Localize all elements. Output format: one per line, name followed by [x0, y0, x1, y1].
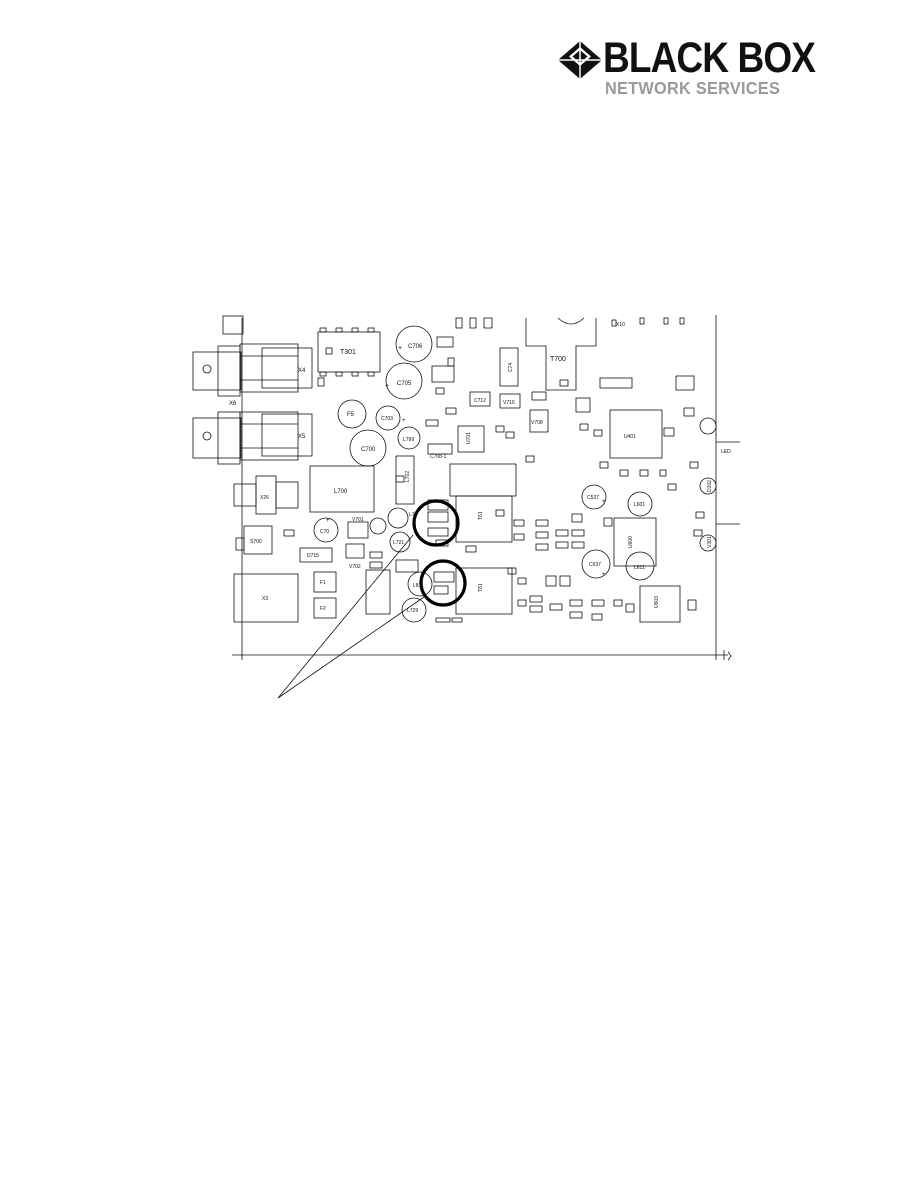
- label-X3: X3: [262, 596, 268, 602]
- brand-tagline: NETWORK SERVICES: [605, 78, 781, 98]
- label-X4: X4: [298, 368, 306, 374]
- label-L611: L611: [634, 565, 645, 571]
- label-F5: F5: [347, 412, 355, 418]
- label-U701: U701: [466, 432, 472, 444]
- label-L601: L601: [634, 502, 645, 508]
- label-D715: D715: [307, 553, 319, 559]
- label-X5: X5: [298, 434, 306, 440]
- label-V708: V708: [531, 420, 543, 426]
- label-C74: C74: [508, 363, 514, 372]
- label-C637: C637: [589, 562, 601, 568]
- diamond-logo-icon: [558, 41, 602, 79]
- label-C70: C70: [320, 529, 329, 535]
- label-S700: S700: [250, 539, 262, 545]
- label-T700: T700: [550, 356, 566, 363]
- label-C705: C705: [397, 381, 412, 387]
- label-U600: U600: [628, 536, 634, 548]
- label-LED: LED: [721, 449, 731, 455]
- svg-text:+: +: [402, 418, 406, 424]
- label-C703: C703: [381, 416, 393, 422]
- label-V710: V710: [503, 400, 515, 406]
- svg-text:+: +: [602, 572, 606, 578]
- svg-text:+: +: [602, 499, 606, 505]
- label-V701: V701: [352, 517, 364, 523]
- label-T81: T81: [478, 583, 484, 592]
- label-T61: T61: [478, 511, 484, 520]
- label-L721: L721: [393, 540, 404, 546]
- label-L729: L729: [407, 608, 418, 614]
- label-T301: T301: [340, 349, 356, 356]
- label-F2: F2: [320, 606, 326, 612]
- label-X26: X26: [260, 495, 269, 501]
- label-X6: X6: [229, 401, 237, 407]
- svg-text:+: +: [326, 518, 330, 524]
- label-C537: C537: [587, 495, 599, 501]
- svg-text:+: +: [385, 383, 389, 390]
- label-D102: D102: [707, 480, 713, 492]
- label-L811: L811: [413, 583, 424, 589]
- label-X10: X10: [616, 322, 625, 328]
- label-L71: L71: [409, 512, 418, 518]
- label-F1: F1: [320, 580, 326, 586]
- brand-logo: BLACK BOX NETWORK SERVICES: [556, 34, 816, 100]
- pcb-layout-diagram: T301 C706 C705 T700 C74 X4 X5 X6 F5 C703…: [180, 300, 740, 720]
- label-L702: L702: [405, 471, 411, 482]
- label-C708-1: C708-1: [430, 454, 447, 460]
- label-C700: C700: [361, 447, 376, 453]
- brand-name: BLACK BOX: [603, 34, 816, 82]
- label-L700: L700: [334, 489, 348, 495]
- label-C712: C712: [474, 398, 486, 404]
- label-L799: L799: [403, 437, 414, 443]
- label-C706: C706: [408, 344, 423, 350]
- label-U401: U401: [624, 434, 636, 440]
- label-V702: V702: [349, 564, 361, 570]
- svg-text:+: +: [398, 345, 402, 352]
- label-V301: V301: [707, 536, 713, 548]
- label-U603: U603: [654, 596, 660, 608]
